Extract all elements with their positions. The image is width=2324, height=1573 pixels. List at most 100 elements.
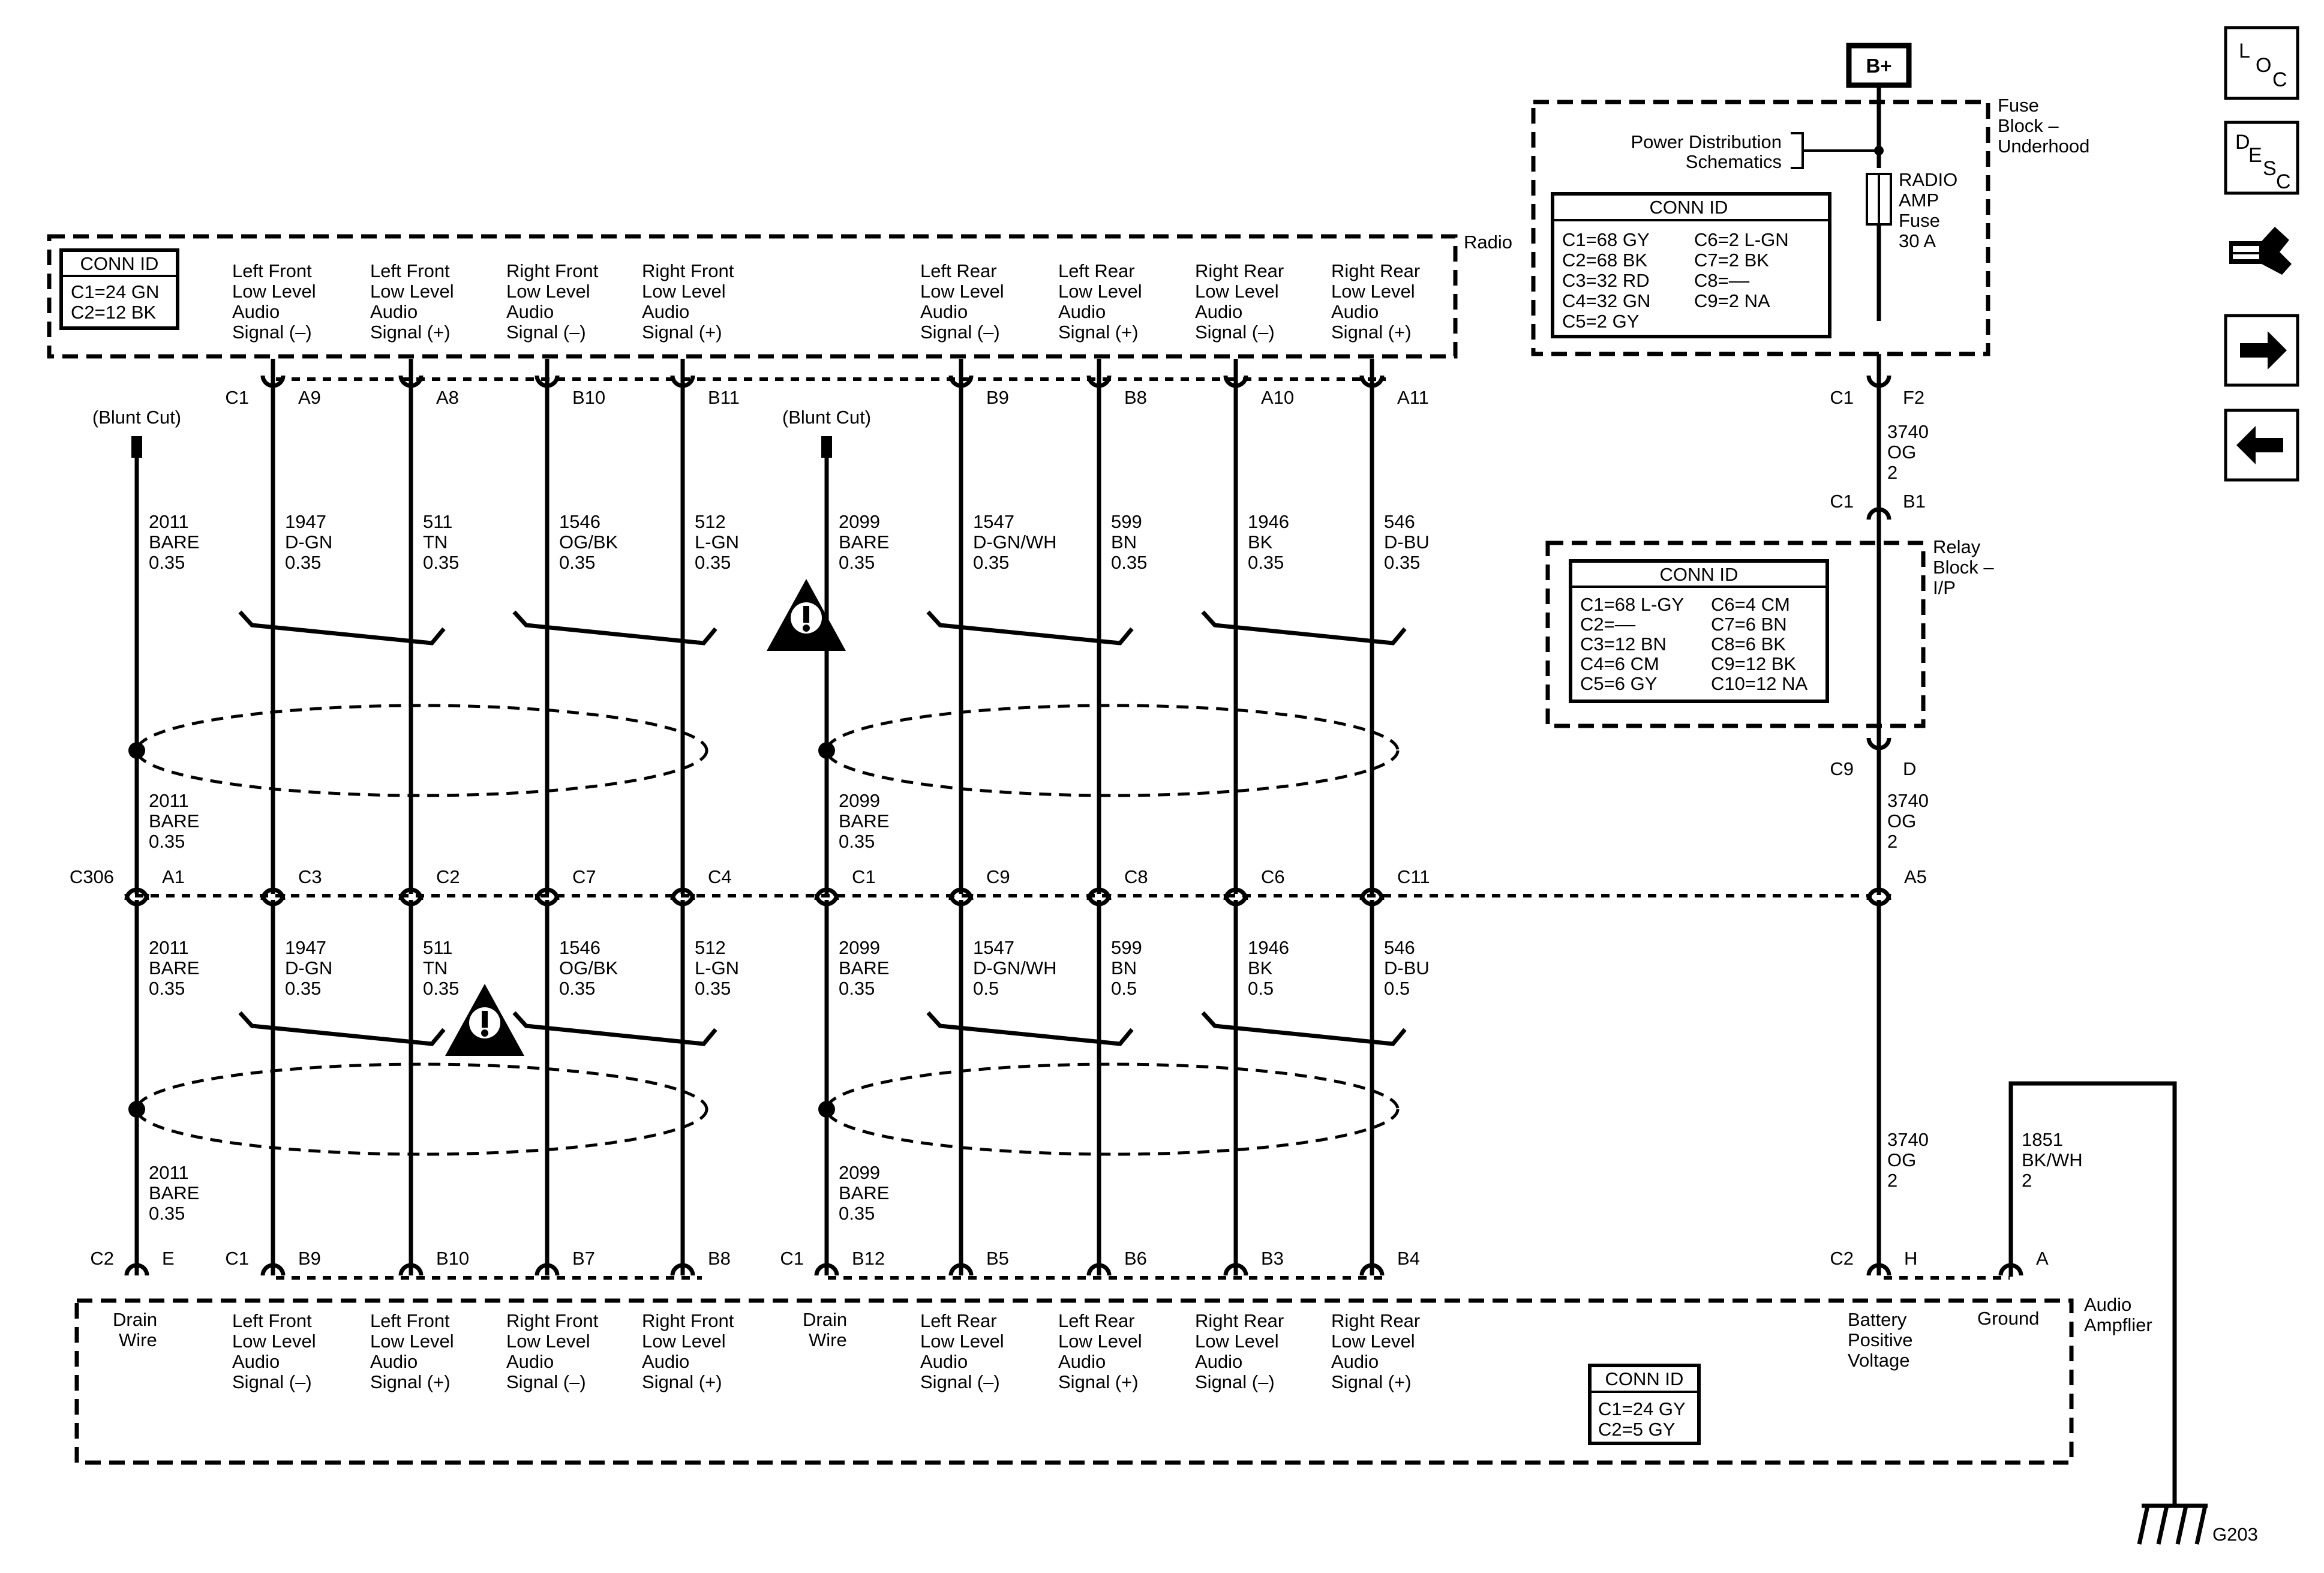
amp-signal-label: Low Level [642,1331,726,1352]
amp-drain-label: Drain [803,1309,847,1330]
conn-id-line: C7=2 BK [1694,250,1769,271]
connector-terminal-icon [260,893,286,906]
wire-label: D-GN/WH [973,532,1056,553]
amp-connector-label: C2 [90,1248,114,1269]
amp-signal-label: Low Level [506,1331,590,1352]
twisted-pair-indicator [926,1011,1134,1046]
shield-outline [135,704,708,797]
radio-pin-label: B8 [1124,387,1147,408]
amp-pin-label: E [162,1248,175,1269]
connector-end-view-icon[interactable] [2223,216,2300,283]
conn-id-line: C9=2 NA [1694,290,1770,311]
connector-terminal-icon [1359,1263,1385,1276]
next-page-arrow-icon[interactable] [2224,314,2299,387]
wire-label: 2099 [839,511,880,532]
relay-block-ip: Relay Block – I/P CONN ID C1=68 L-GY C2=… [1545,536,1994,728]
wire-label: 512 [695,937,726,958]
amp-signal-label: Signal (–) [1195,1371,1275,1392]
radio-signal-label: Audio [920,301,968,322]
connector-terminal-icon [124,893,149,906]
blunt-cut-icon [131,436,142,458]
conn-id-title: CONN ID [1605,1368,1684,1389]
amp-signal-label: Audio [1331,1351,1379,1372]
amp-signal-label: Low Level [1195,1331,1279,1352]
shield-drain-splice [818,742,835,759]
radio-pin-label: B9 [986,387,1009,408]
amp-battery-label: Battery [1848,1309,1907,1330]
amp-pin-label: B9 [298,1248,321,1269]
drain-wire-label: 0.35 [149,831,185,852]
twisted-pair-indicator [1201,1011,1407,1046]
wire-label: L-GN [695,532,739,553]
connector-terminal-icon [260,375,286,388]
conn-id-line: C1=68 GY [1562,229,1650,250]
wire-label: BARE [839,957,889,978]
c306-pin-label: C9 [986,866,1010,887]
conn-id-line: C5=2 GY [1562,311,1639,332]
c306-pin-label: C2 [436,866,460,887]
wire-label: BN [1111,957,1137,978]
wire-label: BN [1111,532,1137,553]
power-wire-label: OG [1887,810,1916,831]
conn-id-line: C6=2 L-GN [1694,229,1789,250]
wire-label: OG/BK [559,532,618,553]
wire-label: 1547 [973,511,1014,532]
previous-page-arrow-icon[interactable] [2224,409,2299,482]
fuse-label-1: RADIO [1899,169,1957,190]
power-wire-label: 2 [1887,831,1897,852]
desc-letter: C [2276,170,2291,193]
c306-pin-label: A1 [162,866,185,887]
wire-label: 0.35 [559,552,595,573]
desc-letter: E [2248,144,2262,167]
amp-signal-label: Audio [232,1351,280,1372]
amp-signal-label: Left Front [370,1310,450,1331]
wire-label: 0.35 [695,978,731,999]
conn-id-line: C2=68 BK [1562,250,1648,271]
wire-label: D-GN/WH [973,957,1056,978]
amp-signal-label: Audio [370,1351,418,1372]
conn-id-line: C8=–– [1694,270,1750,291]
power-wire-label: 3740 [1887,790,1929,811]
wire-label: 0.5 [1111,978,1137,999]
radio-signal-label: Audio [370,301,418,322]
drain-wire-label: BARE [149,1182,199,1203]
connector-terminal-icon [260,1263,286,1276]
wire-label: BARE [149,957,199,978]
fuse-block-label-3: Underhood [1998,136,2089,157]
amp-pin-label: B7 [572,1248,595,1269]
radio-signal-label: Low Level [920,281,1004,302]
shield-outline [825,1062,1400,1156]
b-plus-source: B+ [1846,43,1912,88]
shield-drain-splice [818,1101,835,1118]
desc-button[interactable]: D E S C [2224,121,2299,195]
amplifier-label-2: Ampflier [2084,1314,2152,1335]
wire-label: 1547 [973,937,1014,958]
conn-id-line: C7=6 BN [1711,614,1787,635]
ground-icon [2137,1503,2208,1545]
drain-wire-label: 2011 [149,790,189,811]
amplifier-label-1: Audio [2084,1294,2131,1315]
loc-button[interactable]: L O C [2224,26,2299,100]
wire-label: 512 [695,511,726,532]
wire-label: 0.35 [1384,552,1420,573]
conn-id-line: C2=–– [1580,614,1636,635]
amp-signal-label: Signal (+) [1058,1371,1139,1392]
amp-pin-label: B4 [1397,1248,1420,1269]
drain-wire-label: BARE [149,810,199,831]
radio-signal-label: Right Rear [1195,260,1284,281]
radio-signal-label: Audio [506,301,554,322]
connector-terminal-icon [670,1263,695,1276]
relay-block-in-connector: C1 [1830,491,1854,512]
power-wire-label: 3740 [1887,1129,1929,1150]
wire-label: 2011 [149,511,189,532]
fuse-label-3: Fuse [1899,210,1940,231]
connector-terminal-icon [948,375,974,388]
amp-signal-label: Audio [506,1351,554,1372]
wire-label: 0.35 [973,552,1009,573]
wire-label: D-GN [285,532,332,553]
amp-pin-label: B12 [852,1248,885,1269]
twisted-pair-indicator [512,1011,717,1046]
conn-id-line: C6=4 CM [1711,594,1790,615]
conn-id-line: C4=6 CM [1580,653,1659,674]
radio-signal-label: Signal (+) [370,322,451,343]
